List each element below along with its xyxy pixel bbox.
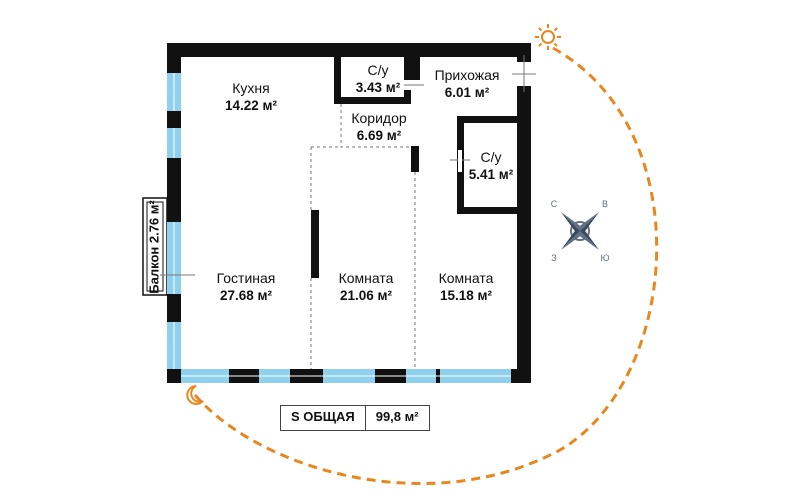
total-area-box: S ОБЩАЯ 99,8 м²	[280, 405, 430, 431]
sun-icon	[535, 24, 561, 50]
room-area: 15.18 м²	[439, 288, 493, 303]
compass-west: З	[551, 253, 557, 263]
room-name: Гостиная	[216, 270, 276, 286]
balcony-label: Балкон 2.76 м²	[146, 200, 162, 294]
compass-south: Ю	[600, 253, 610, 263]
room-name: С/у	[367, 62, 389, 78]
room-area: 3.43 м²	[355, 80, 401, 95]
room-name: Коридор	[351, 110, 407, 126]
room-area: 27.68 м²	[219, 288, 273, 303]
room-label-room2: Комната 15.18 м²	[439, 270, 494, 304]
room-area: 5.41 м²	[468, 167, 514, 182]
room-label-corridor: Коридор 6.69 м²	[351, 110, 406, 144]
left-windows	[160, 73, 195, 369]
room-label-wc2: С/у 5.41 м²	[469, 149, 514, 183]
room-label-living: Гостиная 27.68 м²	[217, 270, 276, 304]
compass-rose-icon	[561, 212, 599, 250]
room-label-room1: Комната 21.06 м²	[339, 270, 394, 304]
compass-north: С	[550, 199, 558, 209]
room-label-hall: Прихожая 6.01 м²	[435, 67, 500, 101]
room-label-wc1: С/у 3.43 м²	[356, 62, 401, 96]
entrance-door	[512, 55, 536, 92]
total-area-label: S ОБЩАЯ	[281, 406, 366, 430]
total-area-value: 99,8 м²	[375, 409, 419, 424]
room-name: Кухня	[232, 80, 270, 96]
room-label-kitchen: Кухня 14.22 м²	[225, 80, 277, 114]
room-area: 6.69 м²	[356, 128, 402, 143]
room-name: Комната	[338, 270, 394, 286]
sun-path-arc	[193, 46, 659, 486]
room-area: 14.22 м²	[224, 98, 278, 113]
balcony	[142, 197, 168, 296]
room-name: С/у	[480, 149, 502, 165]
bottom-windows	[181, 369, 511, 383]
moon-icon	[186, 385, 204, 405]
compass-east: В	[601, 199, 609, 209]
room-name: Комната	[438, 270, 494, 286]
room-area: 6.01 м²	[444, 85, 490, 100]
room-area: 21.06 м²	[339, 288, 393, 303]
room-name: Прихожая	[434, 67, 500, 83]
zone-boundaries	[310, 104, 416, 369]
